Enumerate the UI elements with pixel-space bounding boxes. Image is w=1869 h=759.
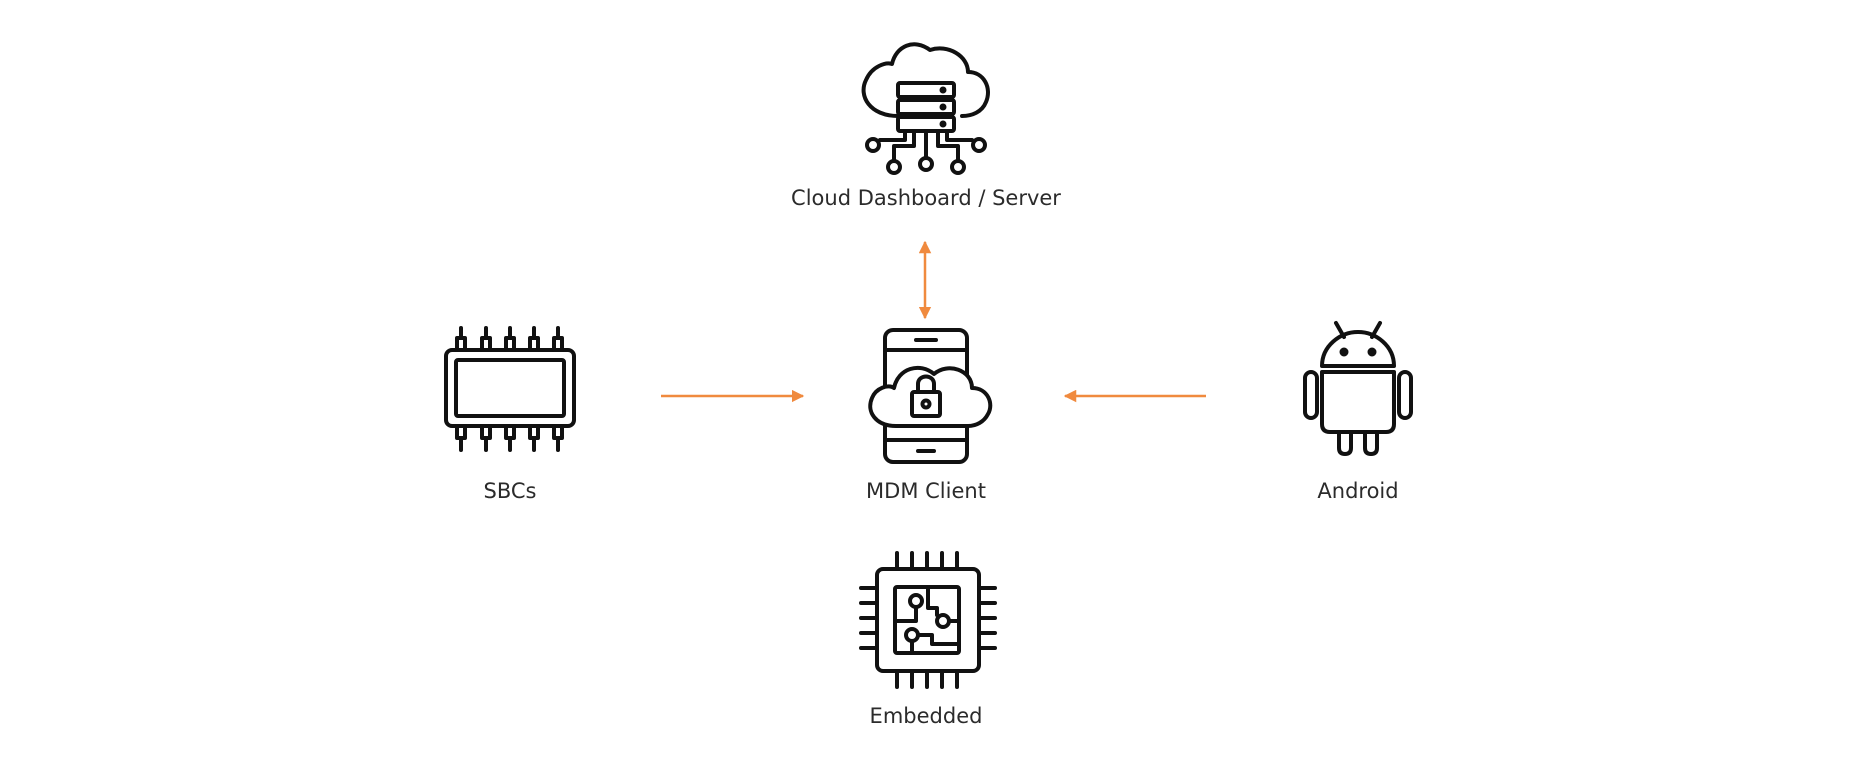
android-robot-icon [1303, 321, 1413, 456]
label-cloud-dashboard: Cloud Dashboard / Server [791, 186, 1061, 210]
edges [661, 240, 1206, 403]
label-mdm-client: MDM Client [866, 479, 986, 503]
phone-cloud-lock-icon [868, 328, 993, 464]
cloud-server-icon [861, 42, 990, 175]
label-android: Android [1317, 479, 1399, 503]
sbc-board-icon [444, 326, 576, 452]
microchip-icon [859, 551, 997, 689]
label-embedded: Embedded [869, 704, 983, 728]
label-sbcs: SBCs [483, 479, 537, 503]
